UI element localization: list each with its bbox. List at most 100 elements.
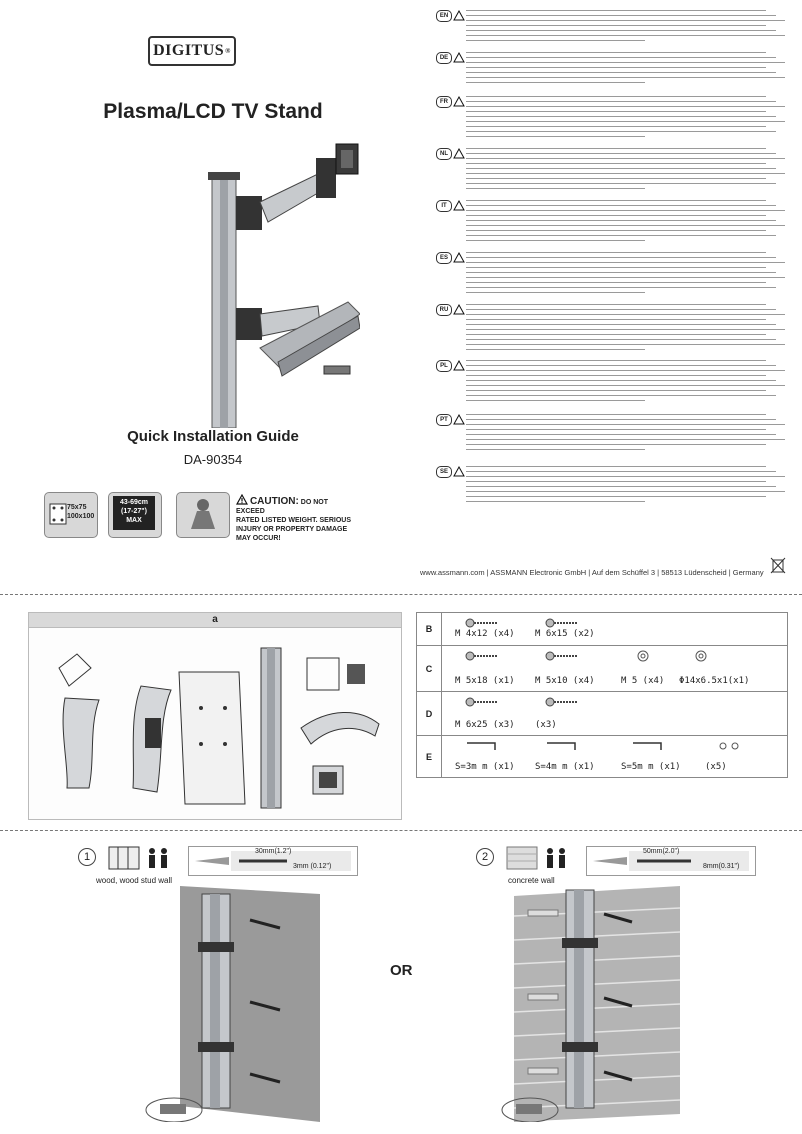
- text-line: [466, 444, 766, 445]
- text-line: [466, 319, 766, 320]
- language-text-lines: [466, 200, 792, 245]
- hardware-part-label: (x3): [535, 720, 557, 730]
- vesa-size-2: 100x100: [67, 513, 95, 520]
- text-line: [466, 449, 646, 450]
- caution-line-2: RATED LISTED WEIGHT. SERIOUS: [236, 517, 351, 524]
- warning-icon: [453, 360, 465, 371]
- text-line: [466, 390, 766, 391]
- step-2-concrete-wall-illustration: [501, 886, 680, 1122]
- guide-title: Quick Installation Guide: [127, 428, 299, 445]
- hardware-part-label: M 6x15 (x2): [535, 629, 595, 639]
- text-line: [466, 334, 766, 335]
- text-line: [466, 439, 786, 440]
- language-code: DE: [436, 52, 452, 64]
- section-a-panel: a: [28, 612, 402, 820]
- caution-line-4: MAY OCCUR!: [236, 535, 281, 542]
- text-line: [466, 257, 776, 258]
- text-line: [466, 329, 786, 330]
- screen-size-badge: 43-69cm (17-27") MAX: [108, 492, 162, 538]
- warning-icon: [453, 10, 465, 21]
- warning-icon: [453, 52, 465, 63]
- text-line: [466, 52, 766, 53]
- text-line: [466, 148, 766, 149]
- step-1-number: 1: [78, 848, 96, 866]
- brand-reg: ®: [225, 47, 231, 55]
- text-line: [466, 309, 776, 310]
- text-line: [466, 200, 766, 201]
- warning-icon: [453, 466, 465, 477]
- text-line: [466, 10, 766, 11]
- step-1-depth: 30mm(1.2"): [255, 848, 292, 855]
- step-2-number: 2: [476, 848, 494, 866]
- text-line: [466, 414, 766, 415]
- drill-bit-icon-1: [195, 851, 351, 871]
- text-line: [466, 153, 776, 154]
- text-line: [466, 136, 646, 137]
- text-line: [466, 96, 766, 97]
- hardware-part-label: S=4m m (x1): [535, 762, 595, 772]
- text-line: [466, 267, 766, 268]
- text-line: [466, 370, 786, 371]
- text-line: [466, 215, 766, 216]
- step-1-wood-wall-illustration: [145, 886, 320, 1122]
- hardware-part-label: Φ14x6.5x1(x1): [679, 676, 750, 686]
- text-line: [466, 131, 776, 132]
- text-line: [466, 82, 646, 83]
- language-text-lines: [466, 252, 792, 297]
- text-line: [466, 163, 766, 164]
- hardware-part-label: M 6x25 (x3): [455, 720, 515, 730]
- text-line: [466, 62, 786, 63]
- text-line: [466, 220, 776, 221]
- text-line: [466, 375, 766, 376]
- text-line: [466, 292, 646, 293]
- text-line: [466, 501, 646, 502]
- weee-bin-icon: [770, 557, 786, 574]
- text-line: [466, 277, 786, 278]
- drill-bit-icon-2: [593, 851, 749, 871]
- text-line: [466, 486, 776, 487]
- language-code: PL: [436, 360, 452, 372]
- text-line: [466, 235, 776, 236]
- text-line: [466, 419, 776, 420]
- text-line: [466, 476, 786, 477]
- weight-icon: [191, 499, 215, 529]
- step-1-drill-size: 3mm (0.12"): [293, 863, 332, 870]
- text-line: [466, 25, 766, 26]
- hardware-part-icon: [545, 697, 577, 707]
- text-line: [466, 30, 776, 31]
- warning-icon: [453, 96, 465, 107]
- parts-row-label: D: [417, 692, 442, 736]
- text-line: [466, 400, 646, 401]
- divider-top: [0, 594, 802, 595]
- warning-icon: [453, 200, 465, 211]
- page-title: Plasma/LCD TV Stand: [103, 100, 323, 123]
- language-text-lines: [466, 466, 792, 506]
- product-illustration: [208, 143, 360, 428]
- text-line: [466, 349, 646, 350]
- step-1-label: wood, wood stud wall: [96, 876, 173, 885]
- hardware-part-icon: [465, 651, 497, 661]
- screen-size-max: MAX: [126, 517, 142, 524]
- weight-badge: [176, 492, 230, 538]
- warning-icon: [453, 252, 465, 263]
- text-line: [466, 178, 766, 179]
- caution-line-3: INJURY OR PROPERTY DAMAGE: [236, 526, 348, 533]
- step-2-label: concrete wall: [508, 876, 555, 885]
- step-2-depth: 50mm(2.0"): [643, 848, 680, 855]
- language-code: SE: [436, 466, 452, 478]
- wood-wall-icon: [108, 846, 167, 870]
- section-a-label: a: [29, 613, 401, 628]
- parts-row-label: B: [417, 613, 442, 645]
- text-line: [466, 314, 786, 315]
- hardware-part-icon: [545, 618, 577, 628]
- parts-row-label: E: [417, 736, 442, 778]
- parts-row-d: D M 6x25 (x3) (x3): [417, 691, 787, 736]
- text-line: [466, 252, 766, 253]
- language-code: RU: [436, 304, 452, 316]
- text-line: [466, 116, 776, 117]
- text-line: [466, 126, 766, 127]
- language-code: EN: [436, 10, 452, 22]
- text-line: [466, 210, 786, 211]
- text-line: [466, 360, 766, 361]
- hardware-part-icon: [633, 742, 662, 750]
